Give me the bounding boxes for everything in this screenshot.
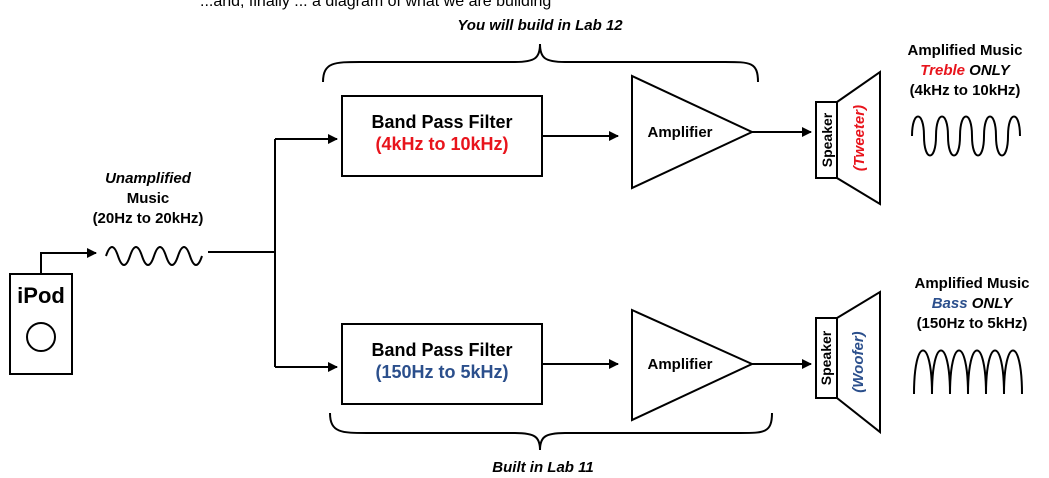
top-brace-icon <box>322 43 759 83</box>
treble-band-pass-filter <box>341 95 543 177</box>
treble-output-line3: (4kHz to 10kHz) <box>910 82 1021 99</box>
treble-filter-title: Band Pass Filter <box>371 112 512 132</box>
treble-amplifier-triangle-icon <box>631 74 755 190</box>
treble-output-waveform-icon <box>911 115 1021 157</box>
bass-speaker-label: Speaker <box>818 330 834 385</box>
bottom-caption: Built in Lab 11 <box>492 459 593 476</box>
treble-speaker-label: Speaker <box>819 112 835 167</box>
input-waveform-icon <box>105 246 203 266</box>
bass-output-line3: (150Hz to 5kHz) <box>917 315 1028 332</box>
treble-output-only: ONLY <box>965 62 1012 79</box>
treble-speaker-type: (Tweeter) <box>851 105 868 171</box>
treble-speaker-icon <box>815 70 881 206</box>
bass-amplifier-triangle-icon <box>631 308 755 422</box>
treble-filter-range: (4kHz to 10kHz) <box>375 134 508 154</box>
bottom-brace-icon <box>329 412 773 451</box>
treble-output-line2: Treble ONLY <box>920 62 1011 79</box>
bass-filter-range: (150Hz to 5kHz) <box>375 362 508 382</box>
bass-speaker-type: (Woofer) <box>850 331 867 392</box>
bass-speaker-icon <box>815 290 881 435</box>
bass-band-pass-filter <box>341 323 543 405</box>
top-subtitle: You will build in Lab 12 <box>457 17 623 34</box>
treble-amp-label: Amplifier <box>647 124 712 141</box>
bass-output-waveform-icon <box>913 349 1023 395</box>
bass-filter-title: Band Pass Filter <box>371 340 512 360</box>
bass-output-emphasis: Bass <box>932 295 968 312</box>
bass-output-line2: Bass ONLY <box>932 295 1015 312</box>
input-label-line1: Unamplified <box>105 170 192 187</box>
treble-output-emphasis: Treble <box>920 62 965 79</box>
ipod-icon <box>9 273 73 375</box>
bass-amp-label: Amplifier <box>647 356 712 373</box>
top-caption-clipped: ...and, finally ... a diagram of what we… <box>200 0 551 10</box>
bass-output-line1: Amplified Music <box>914 275 1029 292</box>
ipod-label: iPod <box>17 283 65 308</box>
input-label-line2: Music <box>127 190 170 207</box>
input-label-line3: (20Hz to 20kHz) <box>93 210 204 227</box>
bass-output-only: ONLY <box>968 295 1015 312</box>
ipod-output-arrow-icon <box>40 248 97 274</box>
treble-output-line1: Amplified Music <box>907 42 1022 59</box>
